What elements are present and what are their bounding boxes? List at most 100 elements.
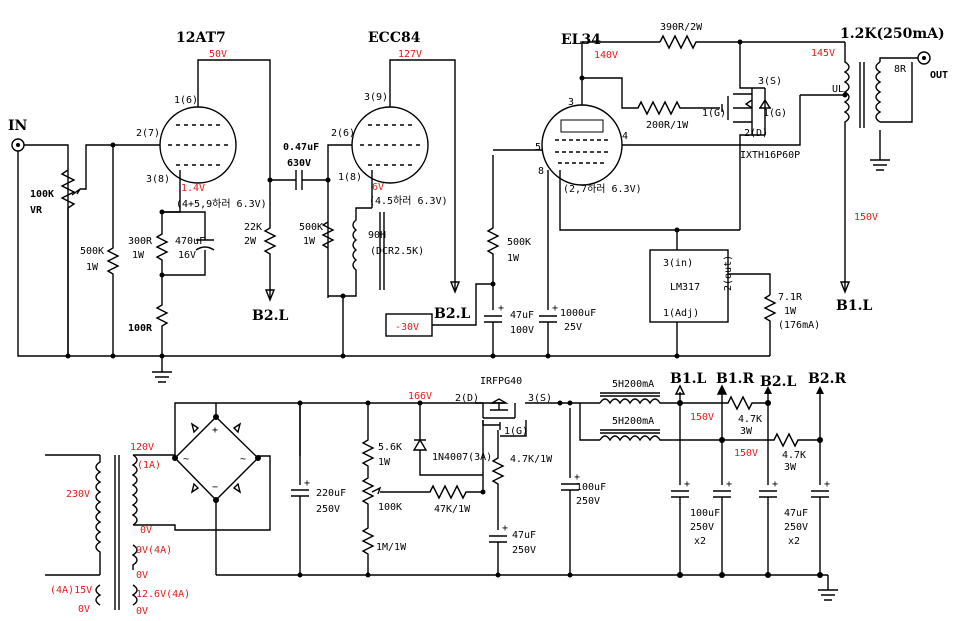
v1-pin-plate: 1(6) xyxy=(174,95,198,106)
svg-text:-30V: -30V xyxy=(395,322,419,333)
v3-name: EL34 xyxy=(561,32,601,48)
v-145: 145V xyxy=(811,48,835,59)
v2-pin-grid: 2(6) xyxy=(331,128,355,139)
mosfet-irfpg40 xyxy=(475,398,560,445)
out-b2l: B2.L xyxy=(760,374,796,390)
r-p1-w: 2W xyxy=(244,236,257,247)
mosfet-ixth xyxy=(721,42,772,230)
c-100: 100uF xyxy=(576,482,606,493)
r-47: 47K/1W xyxy=(434,504,471,515)
c-47-v: 250V xyxy=(512,545,536,556)
r-56-w: 1W xyxy=(378,457,391,468)
ul-label: UL xyxy=(832,84,844,95)
c-cpl-v: 630V xyxy=(287,158,311,169)
chokes-5h xyxy=(599,392,722,442)
power-transformer xyxy=(45,402,301,610)
volume-pot xyxy=(60,169,76,356)
input-jack xyxy=(11,138,25,152)
ps-0v3: 0V xyxy=(78,604,90,615)
diode: 1N4007(3A) xyxy=(432,452,492,463)
opt-label: 1.2K(250mA) xyxy=(840,26,945,42)
c-cpl: 0.47uF xyxy=(283,142,319,153)
vr-label: VR xyxy=(30,205,43,216)
c-100-v: 250V xyxy=(576,496,600,507)
tube-ecc84 xyxy=(327,59,456,298)
r-grid: 500K xyxy=(80,246,104,257)
b2l-1: B2.L xyxy=(252,308,288,324)
v3-pin4: 4 xyxy=(622,131,628,142)
c-big: 1000uF xyxy=(560,308,596,319)
v-166: 166V xyxy=(408,391,432,402)
r-bias: 500K xyxy=(507,237,531,248)
ps-0v2: 0V xyxy=(136,570,148,581)
neg30-box: -30V xyxy=(385,313,433,337)
svg-text:+: + xyxy=(824,479,830,490)
v-50: 50V xyxy=(209,49,227,60)
c-o1-n: x2 xyxy=(694,536,706,547)
c-o1-v: 250V xyxy=(690,522,714,533)
svg-text:+: + xyxy=(498,303,504,314)
mos-d: 2(D) xyxy=(744,128,768,139)
v2-pin-cathode: 1(8) xyxy=(338,172,362,183)
v-140: 140V xyxy=(594,50,618,61)
svg-text:~: ~ xyxy=(240,454,246,465)
r-1m: 1M/1W xyxy=(376,542,407,553)
out-b2r: B2.R xyxy=(808,371,846,387)
pot: 100K xyxy=(378,502,402,513)
ch1: 5H200mA xyxy=(612,379,654,390)
fet-d: 2(D) xyxy=(455,393,479,404)
output-jack xyxy=(917,51,931,65)
c-bias-v: 100V xyxy=(510,325,534,336)
svg-text:+: + xyxy=(502,523,508,534)
v2-pin-plate: 3(9) xyxy=(364,92,388,103)
r-200: 200R/1W xyxy=(646,120,689,131)
v-150a: 150V xyxy=(690,412,714,423)
v-1-4: 1.4V xyxy=(181,183,205,194)
svg-text:+: + xyxy=(726,479,732,490)
svg-text:+: + xyxy=(304,478,310,489)
tube-el34 xyxy=(493,41,801,231)
b1l-label: B1.L xyxy=(836,298,872,314)
r-bias-w: 1W xyxy=(507,253,520,264)
v-150-b1: 150V xyxy=(854,212,878,223)
ps-1a: (1A) xyxy=(137,460,161,471)
c-220-v: 250V xyxy=(316,504,340,515)
lm-out: 2(out) xyxy=(723,255,734,291)
out-b1l: B1.L xyxy=(670,371,706,387)
svg-text:+: + xyxy=(574,472,580,483)
choke-label: 90H xyxy=(368,230,386,241)
ps-0v4: 0V xyxy=(136,606,148,617)
r-47k: 4.7K/1W xyxy=(510,454,553,465)
v1-name: 12AT7 xyxy=(176,30,226,46)
ps-15: (4A)15V xyxy=(50,585,92,596)
mos-g2: 1(G) xyxy=(763,108,787,119)
r-g2-w: 1W xyxy=(303,236,316,247)
bridge-rectifier xyxy=(174,403,259,575)
r-grid-w: 1W xyxy=(86,262,99,273)
svg-text:−: − xyxy=(212,482,218,493)
b2l-2: B2.L xyxy=(434,306,470,322)
svg-text:~: ~ xyxy=(183,454,189,465)
c-bias: 47uF xyxy=(510,310,534,321)
svg-text:+: + xyxy=(212,425,218,436)
svg-text:+: + xyxy=(552,303,558,314)
r-47a-w: 3W xyxy=(740,426,753,437)
fet-s: 3(S) xyxy=(528,393,552,404)
v1-heater: (4+5,9하러 6.3V) xyxy=(176,197,267,210)
lm-in: 3(in) xyxy=(663,258,693,269)
c-big-v: 25V xyxy=(564,322,582,333)
ground-1 xyxy=(152,356,172,383)
lm-adj: 1(Adj) xyxy=(663,308,699,319)
r-k2: 100R xyxy=(128,323,153,334)
mos-s: 3(S) xyxy=(758,76,782,87)
ps-230: 230V xyxy=(66,489,90,500)
ohm8: 8R xyxy=(894,64,907,75)
in-label: IN xyxy=(8,118,28,134)
v3-heater: (2,7하러 6.3V) xyxy=(563,182,642,195)
r-390: 390R/2W xyxy=(660,22,703,33)
vr-value: 100K xyxy=(30,189,54,200)
r-k1-w: 1W xyxy=(132,250,145,261)
v3-pin3: 3 xyxy=(568,97,574,108)
lm317 xyxy=(649,230,771,356)
